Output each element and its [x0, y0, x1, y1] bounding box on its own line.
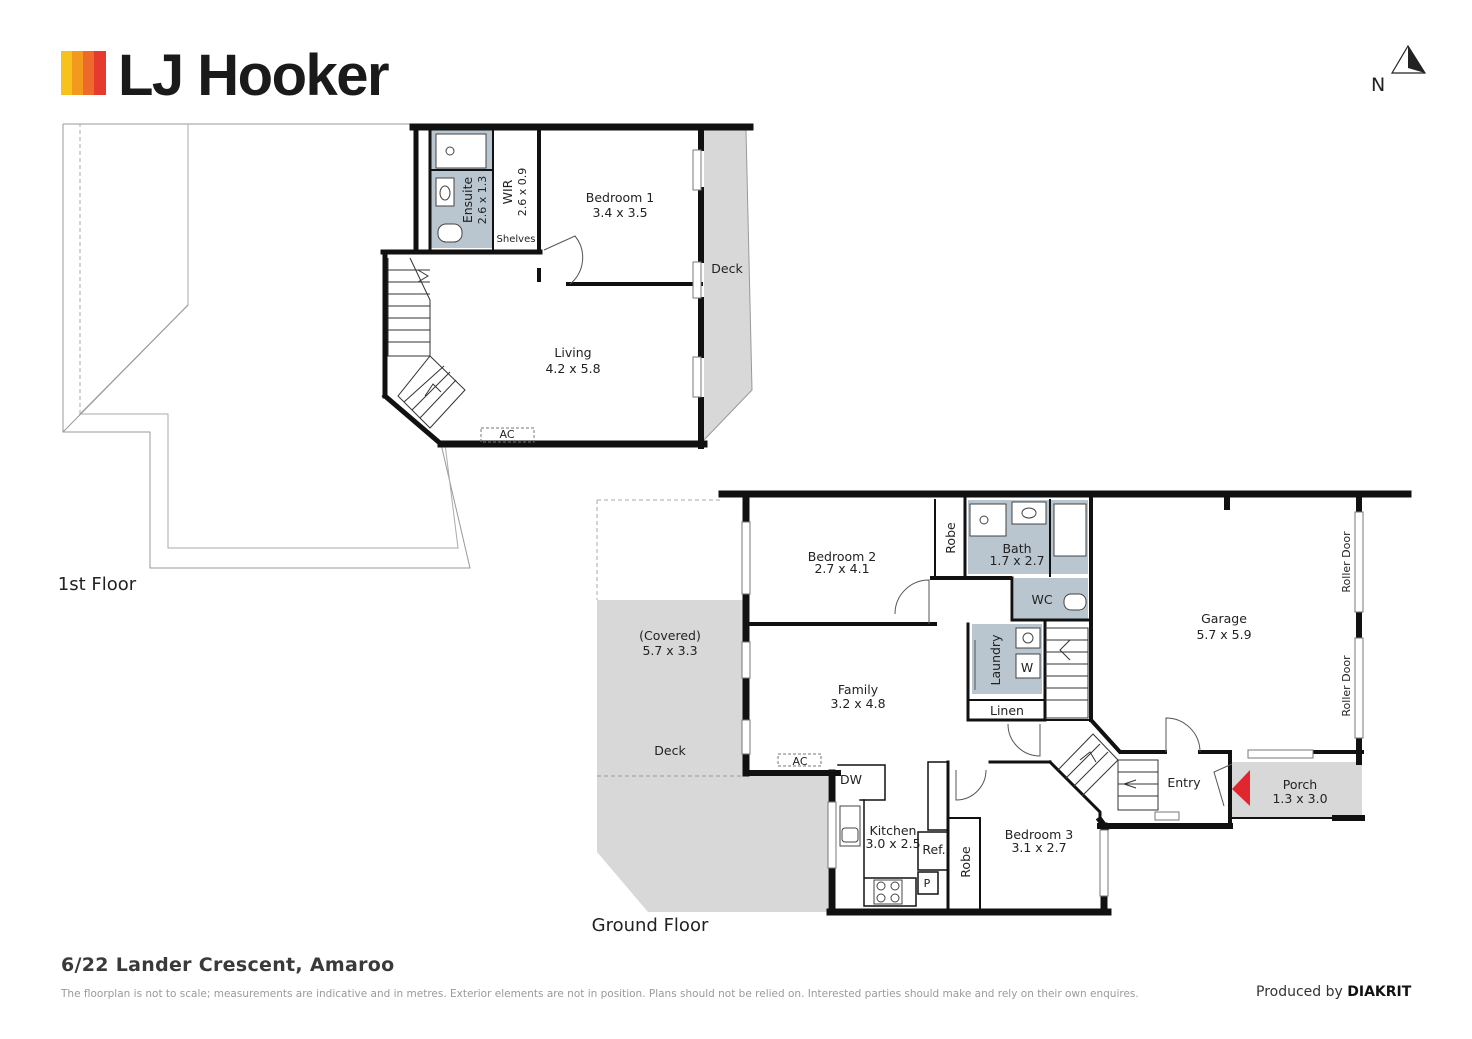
disclaimer: The floorplan is not to scale; measureme… [61, 988, 1139, 1000]
wir-dims: 2.6 x 0.9 [516, 168, 529, 217]
ground-floor-plan [596, 490, 1412, 916]
brand-name: LJ Hooker [118, 43, 389, 108]
roller-door-1-label: Roller Door [1340, 531, 1353, 593]
roller-door-2-label: Roller Door [1340, 655, 1353, 717]
family-dims: 3.2 x 4.8 [830, 696, 885, 711]
ensuite-label: Ensuite [460, 177, 475, 224]
producer-name: DIAKRIT [1347, 984, 1412, 1000]
robe2-label: Robe [958, 846, 973, 878]
bath-label: Bath [1002, 541, 1031, 556]
dw-label: DW [840, 772, 862, 787]
ref-label: Ref. [922, 842, 945, 857]
first-floor-title: 1st Floor [58, 574, 137, 595]
first-floor-plan [62, 123, 754, 569]
covered-label: (Covered) [639, 628, 701, 643]
covered-dims: 5.7 x 3.3 [642, 643, 697, 658]
ground-floor-title: Ground Floor [592, 915, 709, 936]
ground-deck-label: Deck [654, 743, 686, 758]
ensuite-dims: 2.6 x 1.3 [476, 176, 489, 225]
family-label: Family [838, 682, 879, 697]
produced-by: Produced by DIAKRIT [1256, 984, 1411, 1000]
bath-dims: 1.7 x 2.7 [989, 553, 1044, 568]
wir-label: WIR [500, 179, 515, 204]
north-label: N [1371, 74, 1385, 96]
shelves-label: Shelves [497, 234, 536, 245]
living-dims: 4.2 x 5.8 [545, 361, 600, 376]
lj-hooker-logo: LJ Hooker [61, 43, 391, 108]
living-label: Living [554, 345, 591, 360]
property-address: 6/22 Lander Crescent, Amaroo [61, 954, 395, 976]
bedroom2-label: Bedroom 2 [808, 549, 876, 564]
produced-by-label: Produced by [1256, 984, 1343, 1000]
first-ac-label: AC [499, 428, 514, 441]
garage-label: Garage [1201, 611, 1247, 626]
ground-ac-label: AC [792, 755, 807, 768]
first-deck-label: Deck [711, 261, 743, 276]
entry-label: Entry [1167, 775, 1201, 790]
garage-dims: 5.7 x 5.9 [1196, 627, 1251, 642]
bedroom3-dims: 3.1 x 2.7 [1011, 840, 1066, 855]
wc-label: WC [1031, 592, 1052, 607]
entry-arrow-icon [1232, 770, 1250, 806]
laundry-label: Laundry [988, 634, 1003, 686]
north-compass: N [1371, 44, 1427, 96]
w-label: W [1021, 660, 1033, 675]
pantry-label: P [924, 877, 931, 890]
robe1-label: Robe [943, 522, 958, 554]
bedroom1-dims: 3.4 x 3.5 [592, 205, 647, 220]
porch-label: Porch [1283, 777, 1317, 792]
bedroom2-dims: 2.7 x 4.1 [814, 561, 869, 576]
kitchen-label: Kitchen [870, 823, 917, 838]
porch-dims: 1.3 x 3.0 [1272, 791, 1327, 806]
kitchen-dims: 3.0 x 2.5 [865, 836, 920, 851]
bedroom3-label: Bedroom 3 [1005, 827, 1073, 842]
linen-label: Linen [990, 703, 1024, 718]
bedroom1-label: Bedroom 1 [586, 190, 654, 205]
